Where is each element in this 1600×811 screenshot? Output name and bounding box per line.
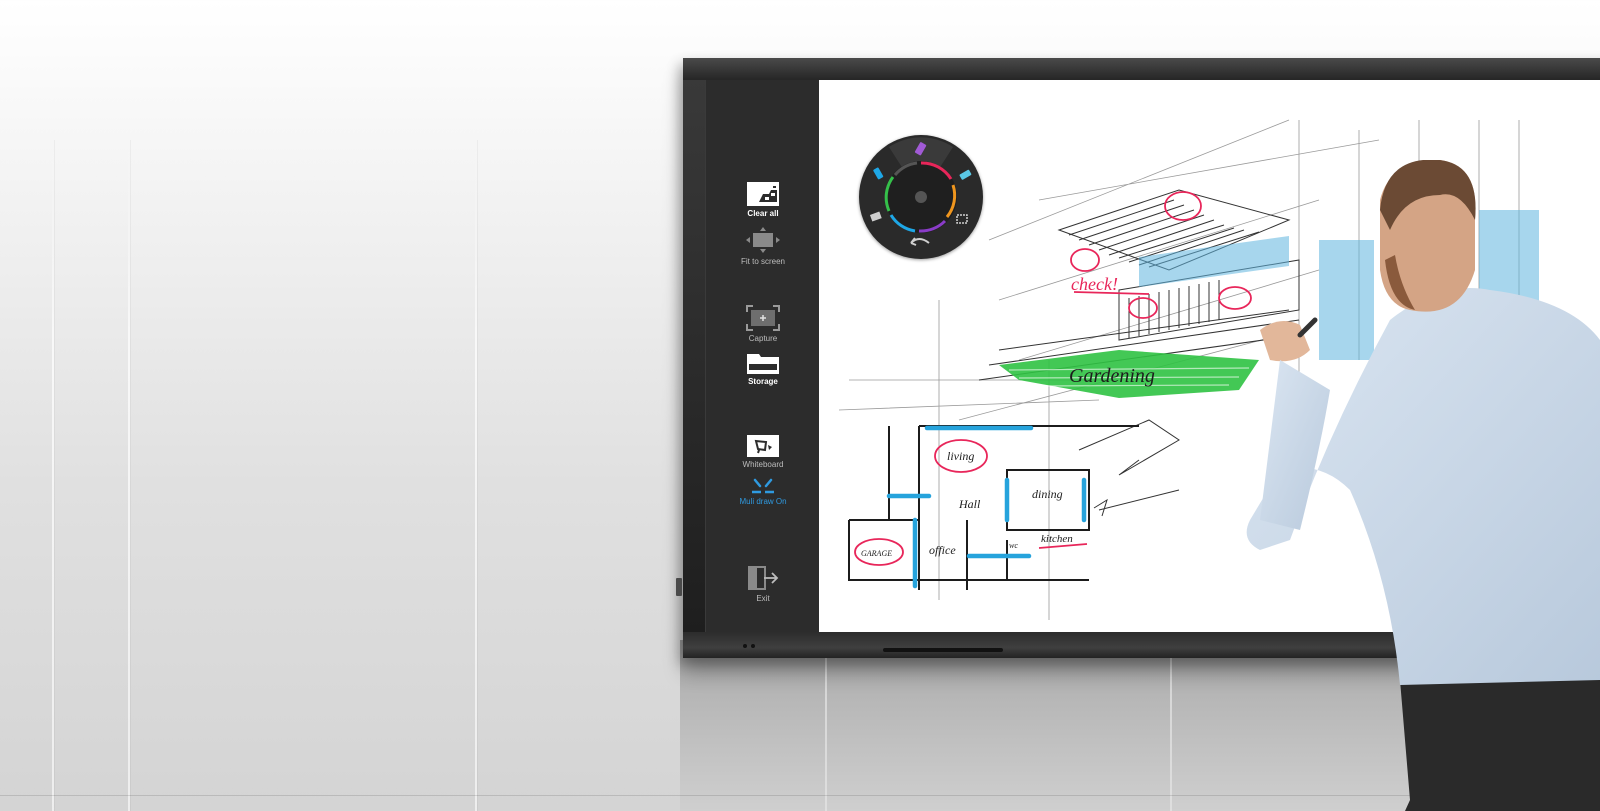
marker-purple-icon[interactable] xyxy=(914,142,927,156)
sidebar-menu: Clear all Fit to screen Captur xyxy=(705,80,819,632)
annotation-wc: wc xyxy=(1009,541,1018,550)
floor-line xyxy=(0,795,1600,796)
marker-blue-icon[interactable] xyxy=(873,167,884,180)
sensor-dot xyxy=(751,644,755,648)
annotation-kitchen: kitchen xyxy=(1041,533,1073,545)
marker-cyan-icon[interactable] xyxy=(959,169,972,180)
annotation-living: living xyxy=(947,449,974,463)
sensor-dot xyxy=(743,644,747,648)
sidebar-item-label: Muli draw On xyxy=(739,497,787,506)
select-icon[interactable] xyxy=(956,214,968,224)
fit-to-screen-icon xyxy=(746,227,780,253)
sidebar-item-label: Storage xyxy=(748,377,778,386)
side-button[interactable] xyxy=(676,578,682,596)
clear-all-icon xyxy=(747,182,779,206)
sidebar-item-label: Exit xyxy=(756,594,770,603)
sidebar-item-multi-draw[interactable]: Muli draw On xyxy=(706,478,820,506)
whiteboard-icon xyxy=(747,435,779,457)
sidebar-item-fit-to-screen[interactable]: Fit to screen xyxy=(706,226,820,266)
annotation-check: check! xyxy=(1071,274,1118,294)
pen-tray xyxy=(883,648,1003,652)
sidebar-item-label: Capture xyxy=(748,334,778,343)
annotation-hall: Hall xyxy=(958,497,981,511)
capture-icon xyxy=(746,305,780,331)
sidebar-item-label: Whiteboard xyxy=(742,460,784,469)
sidebar-item-capture[interactable]: Capture xyxy=(706,305,820,343)
wall-seam xyxy=(475,140,477,811)
exit-icon xyxy=(748,566,779,590)
wall-seam xyxy=(52,140,54,811)
sidebar-item-whiteboard[interactable]: Whiteboard xyxy=(706,435,820,469)
display-bezel-top xyxy=(683,58,1600,80)
wall-seam xyxy=(128,140,130,811)
annotation-gardening: Gardening xyxy=(1069,365,1155,387)
sidebar-item-exit[interactable]: Exit xyxy=(706,565,820,603)
tool-wheel-graphic xyxy=(869,137,972,246)
sidebar-item-storage[interactable]: Storage xyxy=(706,352,820,386)
eraser-icon[interactable] xyxy=(869,211,882,222)
sidebar-item-label: Clear all xyxy=(747,209,779,218)
annotation-dining: dining xyxy=(1032,487,1063,501)
multi-draw-icon xyxy=(752,478,774,494)
annotation-garage: GARAGE xyxy=(861,549,892,558)
folder-icon xyxy=(747,354,779,374)
sidebar-item-clear-all[interactable]: Clear all xyxy=(706,182,820,218)
presenter-person xyxy=(1240,159,1600,811)
annotation-office: office xyxy=(929,543,956,557)
sidebar-item-label: Fit to screen xyxy=(740,257,785,266)
tool-wheel[interactable] xyxy=(859,135,983,259)
undo-icon[interactable] xyxy=(910,237,930,246)
